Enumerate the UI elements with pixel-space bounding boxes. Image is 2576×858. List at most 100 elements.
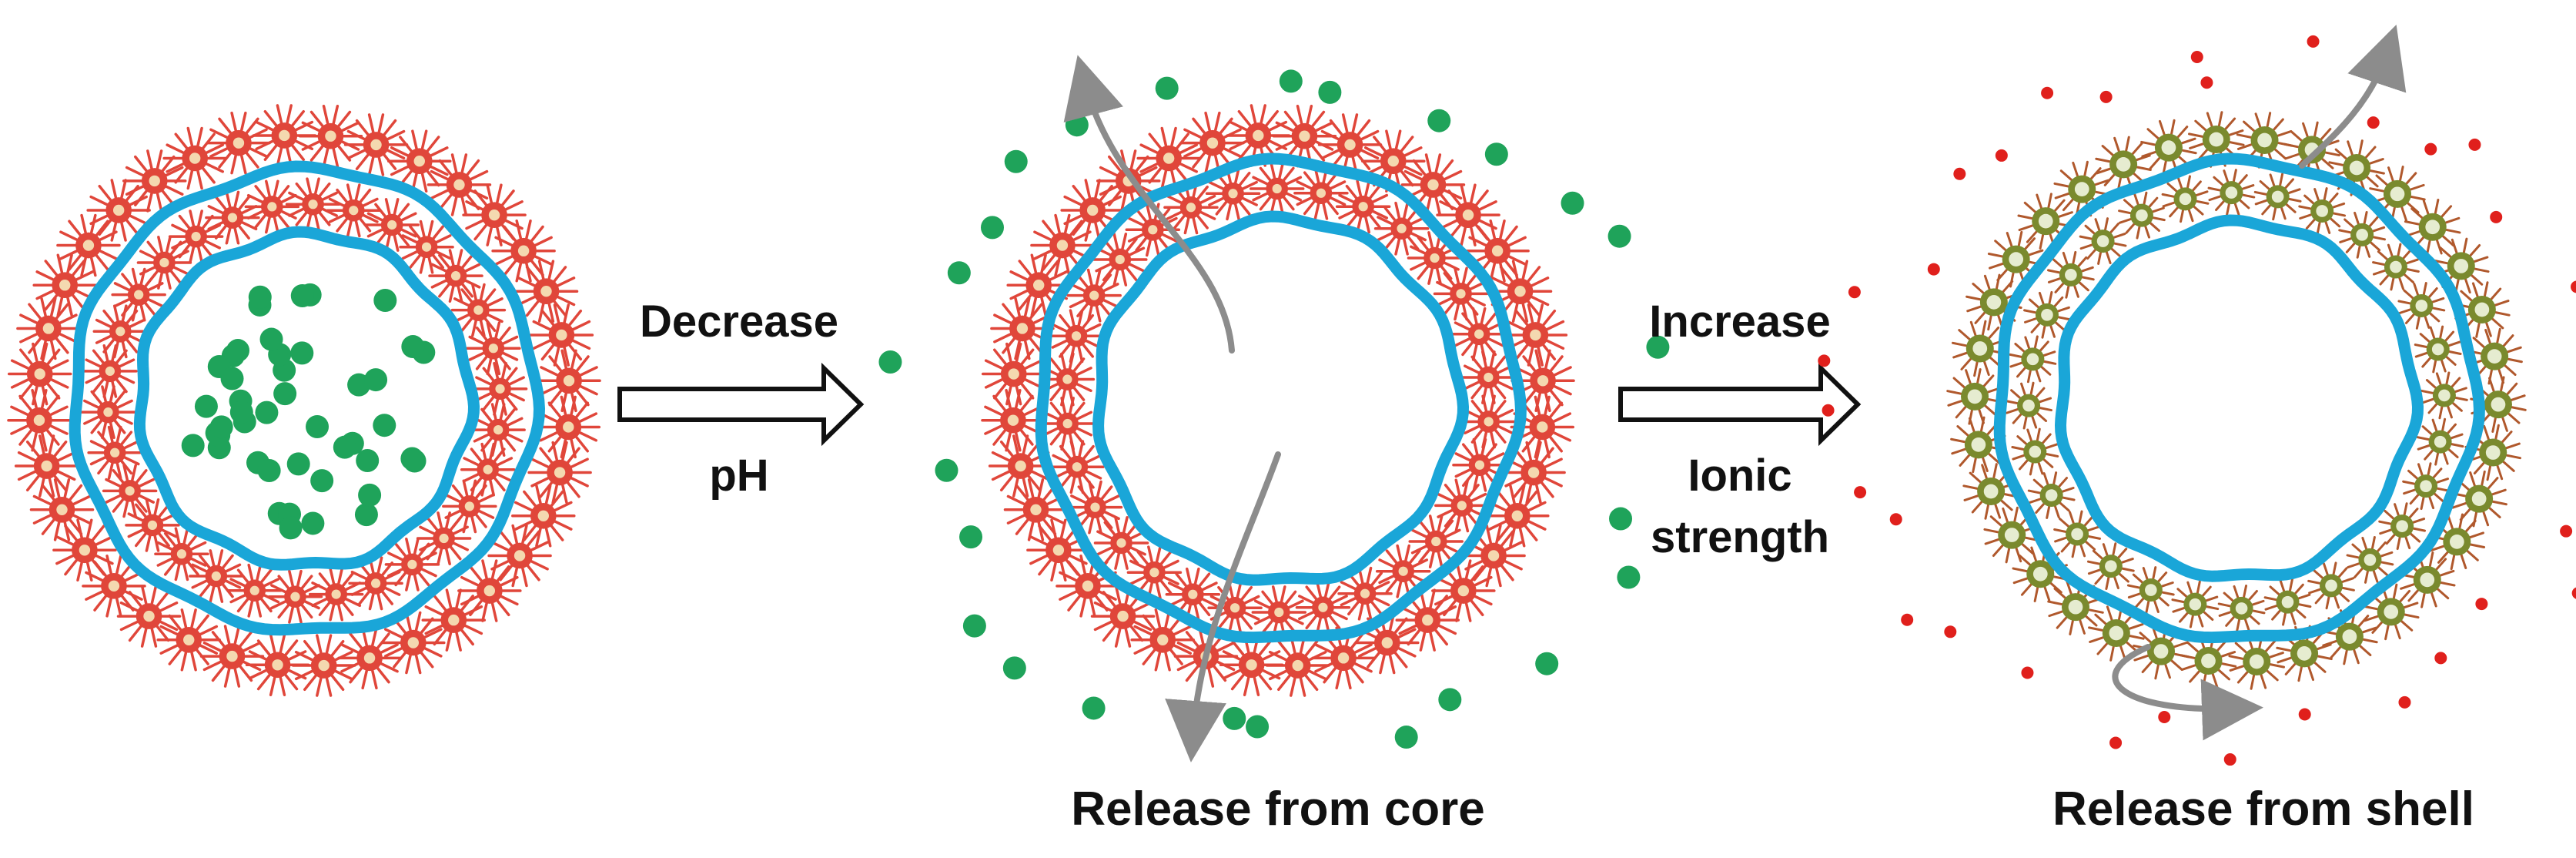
released-cargo-dot [1607, 224, 1631, 248]
shell-particle [1335, 179, 1391, 234]
shell-particle [2053, 510, 2101, 558]
shell-particle [2217, 585, 2266, 632]
shell-particle [1251, 585, 1307, 639]
released-ion-dot [2190, 50, 2203, 63]
shell-particle [1461, 524, 1526, 588]
shell-particle [205, 190, 260, 245]
shell-particle [1407, 231, 1463, 285]
released-ion-dot [2109, 736, 2123, 749]
shell-particle [2378, 502, 2427, 551]
shell-particle [511, 484, 576, 548]
shell-particle [56, 213, 121, 277]
cargo-dot [229, 401, 253, 424]
shell-particle [2298, 187, 2347, 235]
released-ion-dot [2490, 210, 2503, 223]
shell-particle [981, 342, 1046, 406]
shell-particle [990, 297, 1055, 360]
shell-particle [1136, 126, 1201, 190]
shell-particle [1249, 162, 1305, 216]
released-cargo-dot [1561, 191, 1584, 215]
shell-particle [428, 249, 483, 303]
shell-particle [2372, 243, 2420, 291]
shell-particle [2263, 578, 2312, 626]
shell-particle [2416, 417, 2464, 466]
shell-particle [80, 385, 136, 440]
cargo-dot [257, 458, 281, 482]
shell-particle [421, 588, 487, 652]
released-ion-dot [1822, 404, 1835, 417]
cargo-dot [301, 511, 325, 535]
shell-particle [2253, 173, 2302, 221]
cargo-dot [290, 283, 314, 307]
shell-particle [2338, 210, 2387, 259]
shell-particle [2046, 250, 2095, 299]
released-ion-dot [2021, 666, 2034, 679]
shell-particle [536, 395, 601, 459]
shell-particle [2005, 381, 2052, 430]
released-cargo-dot [1279, 69, 1303, 93]
shell-particle [267, 569, 323, 624]
shell-particle [1207, 581, 1263, 635]
shell-particle [2011, 427, 2059, 476]
shell-particle [2454, 281, 2511, 338]
membrane-inner [1092, 210, 1469, 586]
shell-particle [2088, 605, 2145, 662]
cargo-dot [373, 414, 396, 437]
shell-particle [460, 442, 516, 497]
shell-particle [1452, 437, 1507, 492]
shell-particle [2397, 282, 2446, 330]
released-cargo-dot [1318, 80, 1342, 104]
shell-particle [14, 434, 79, 498]
shell-particle [1373, 201, 1430, 256]
released-ion-dot [1995, 149, 2008, 162]
shell-particle [487, 524, 552, 588]
released-cargo-dot [1427, 109, 1451, 132]
cargo-dot [364, 368, 388, 392]
step1-condition-label: pH [709, 451, 769, 501]
released-ion-dot [1953, 167, 1966, 180]
shell-particle [450, 283, 507, 337]
shell-particle [1096, 149, 1161, 213]
released-ion-dot [1854, 486, 1867, 499]
cargo-dot [358, 483, 382, 507]
shell-particle [1163, 180, 1219, 235]
shell-particle [2346, 536, 2394, 584]
step1-action-label: Decrease [640, 297, 838, 347]
released-cargo-dot [1535, 652, 1559, 675]
decrease-ph-arrow-icon [617, 362, 865, 447]
cargo-dot [356, 448, 380, 472]
released-cargo-dot [1082, 696, 1106, 720]
shell-particle [442, 479, 497, 534]
shell-particle [162, 126, 227, 190]
released-ion-dot [1944, 625, 1957, 638]
shell-particle [1295, 580, 1351, 635]
shell-particle [2228, 633, 2286, 690]
released-ion-dot [2468, 138, 2481, 151]
released-ion-dot [1901, 613, 1914, 626]
membrane-outer [69, 160, 545, 636]
shell-particle [1090, 585, 1156, 648]
cargo-dot [181, 434, 205, 457]
shell-particle [82, 555, 146, 618]
release-arrow-icon [1063, 55, 1235, 354]
shell-particle [384, 537, 440, 592]
shell-particle [7, 342, 72, 406]
shell-particle [1375, 544, 1431, 598]
released-cargo-dot [1223, 706, 1246, 730]
cargo-dot [403, 449, 427, 473]
shell-particle [427, 153, 492, 216]
shell-particle [1180, 111, 1245, 175]
shell-release-capsule [1818, 25, 2576, 766]
shell-particle [1055, 555, 1120, 618]
shell-particle [1485, 484, 1550, 548]
released-cargo-dot [1002, 656, 1026, 680]
shell-particle [206, 111, 271, 175]
shell-particle [1503, 303, 1568, 367]
shell-particle [1066, 268, 1122, 323]
shell-particle [1951, 320, 2009, 377]
shell-particle [122, 149, 187, 213]
released-ion-dot [2571, 280, 2576, 293]
release-arrow-icon [2112, 644, 2263, 741]
shell-particle [7, 388, 72, 452]
shell-release-caption: Release from shell [2052, 783, 2474, 836]
